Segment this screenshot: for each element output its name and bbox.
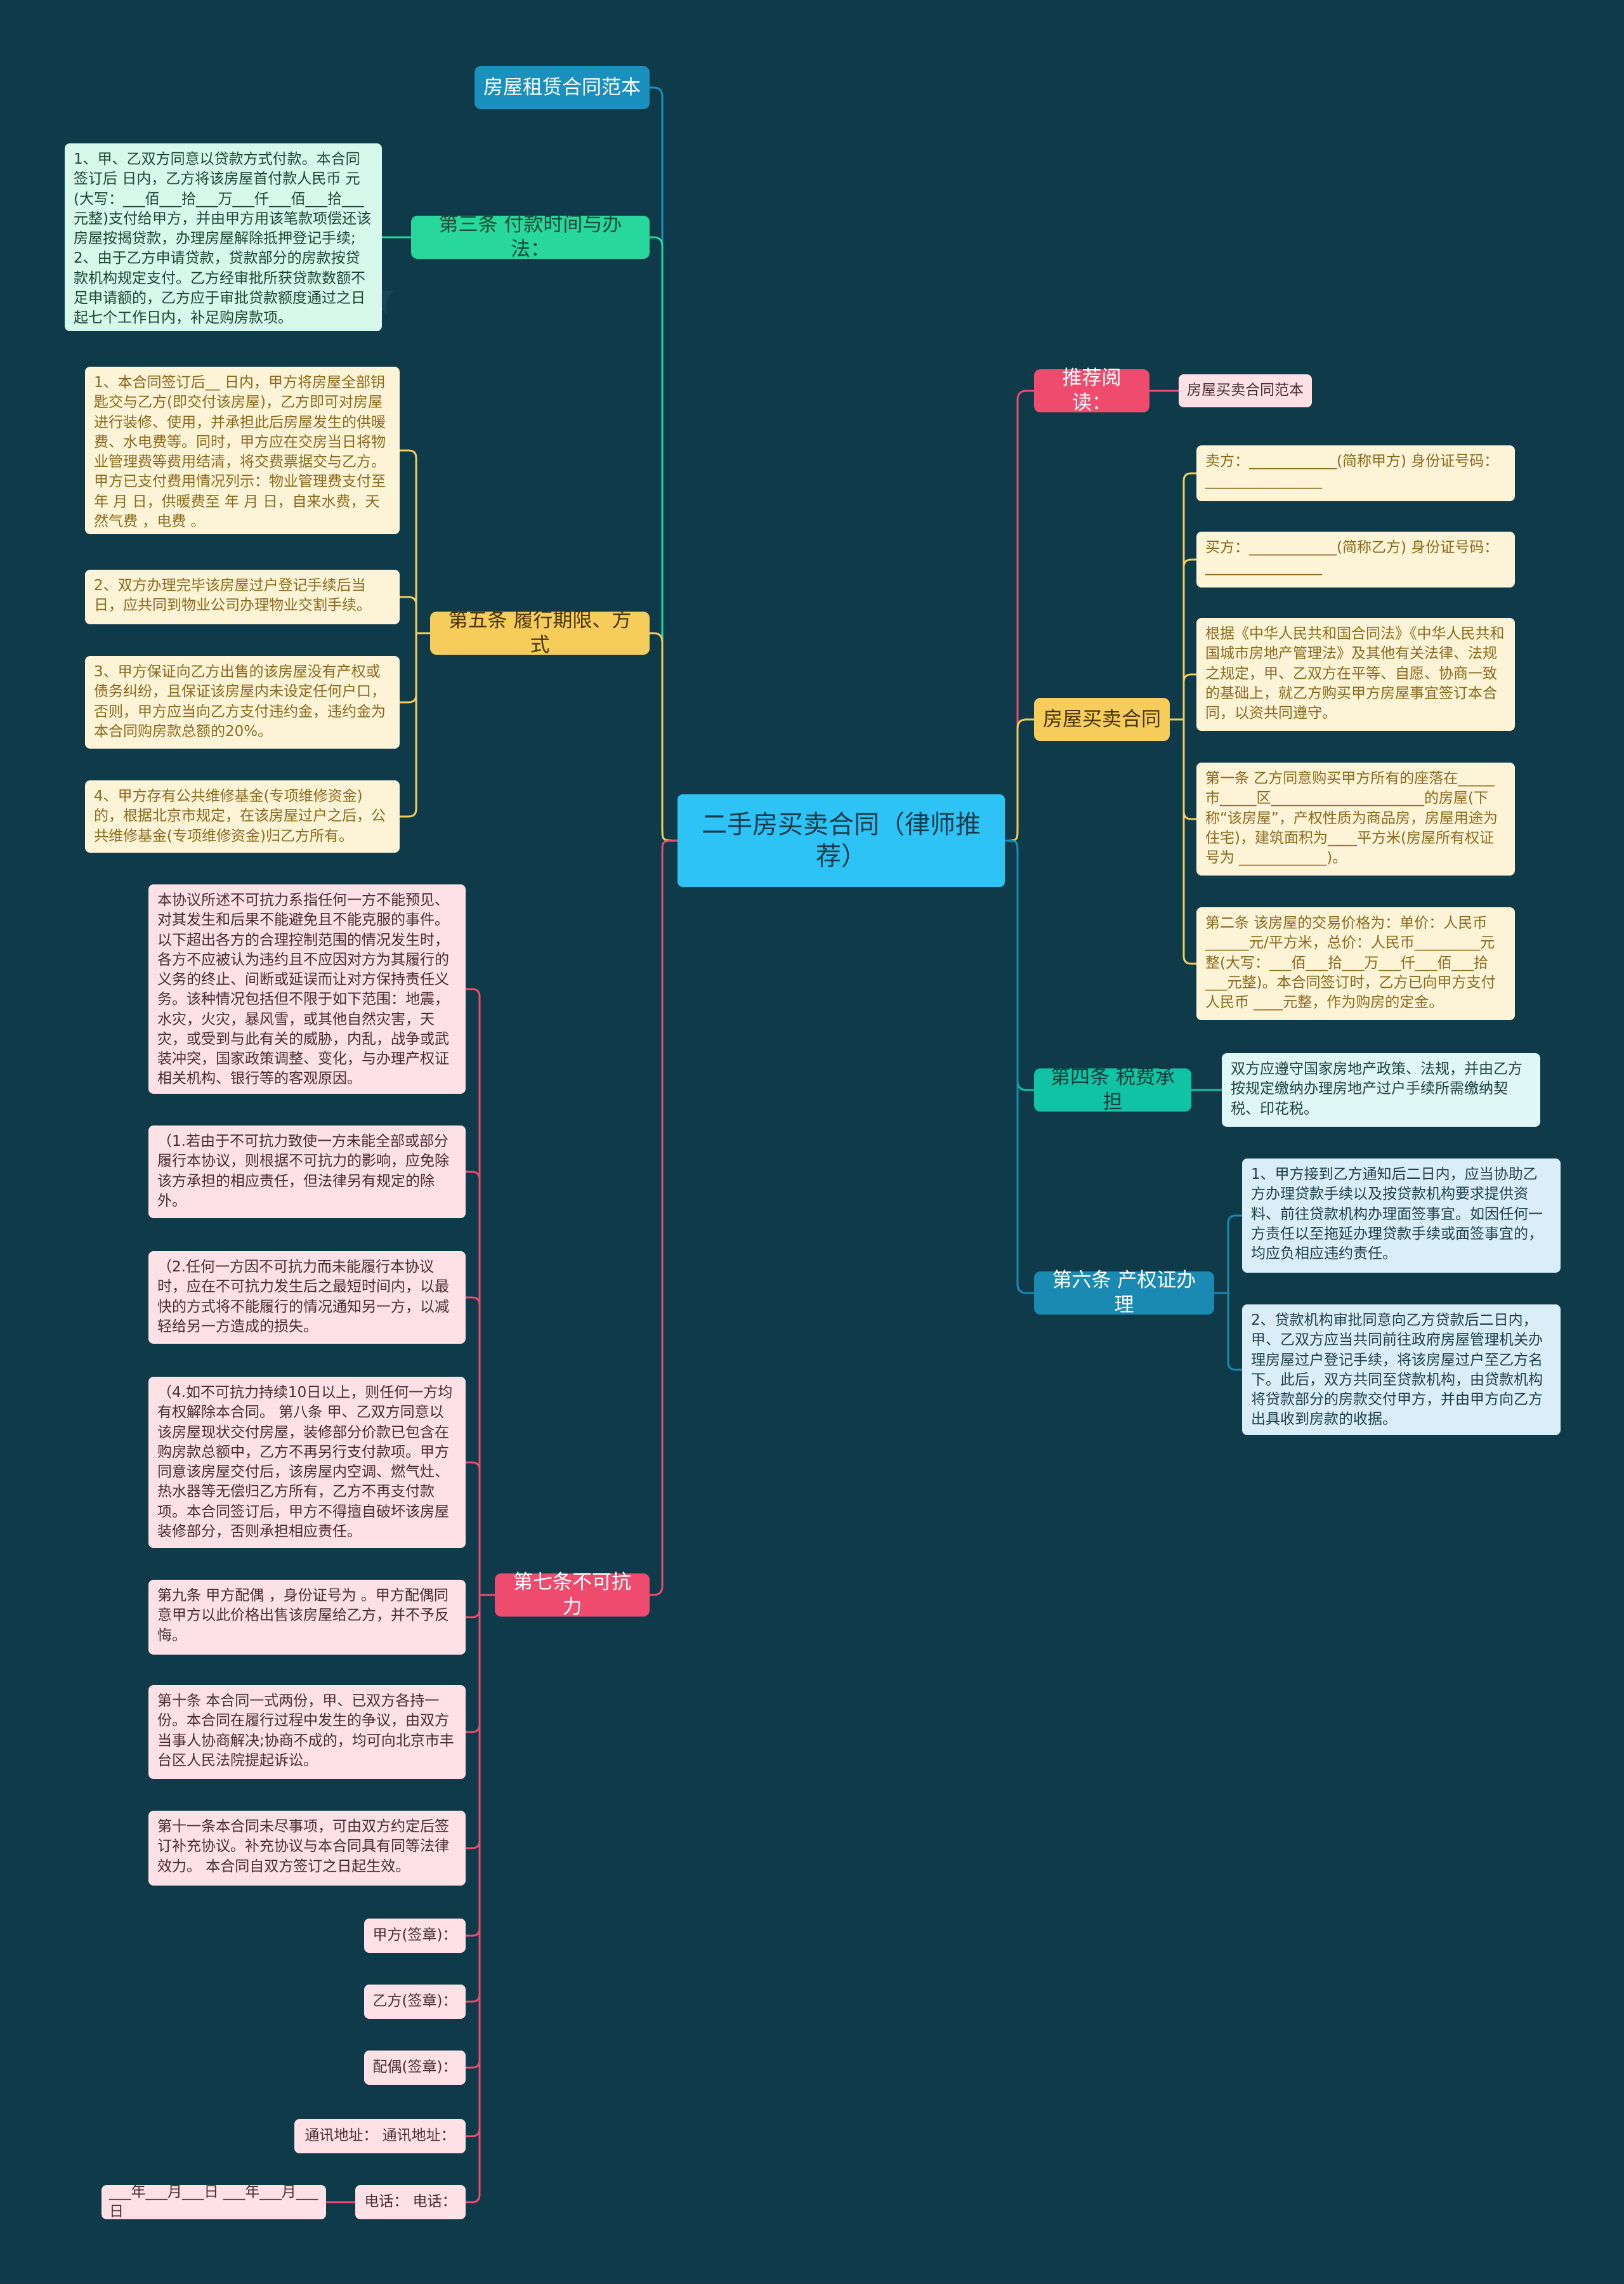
leaf-connector-house-0 [1170,472,1196,721]
article-1-leaf: 第一条 乙方同意购买甲方所有的座落在_____市_____区__________… [1196,763,1515,876]
buyer-leaf: 买方：____________(简称乙方) 身份证号码：____________… [1196,532,1515,587]
article-2-leaf: 第二条 该房屋的交易价格为：单价：人民币______元/平方米，总价：人民币__… [1196,907,1515,1020]
branch-connector-left-0 [650,86,678,842]
article-5-leaf-3: 3、甲方保证向乙方出售的该房屋没有产权或债务纠纷，且保证该房屋内未设定任何户口，… [85,656,400,749]
leaf-connector-article-5-1 [400,596,430,634]
article-7-leaf-4: （4.如不可抗力持续10日以上，则任何一方均有权解除本合同。 第八条 甲、乙双方… [148,1377,466,1548]
branch-article-5[interactable]: 第五条 履行期限、方式 [430,609,650,657]
article-7-leaf-1: （1.若由于不可抗力致使一方未能全部或部分履行本协议，则根据不可抗力的影响，应免… [148,1126,466,1218]
branch-connector-right-1 [1004,718,1034,842]
branch-rent-template[interactable]: 房屋租赁合同范本 [475,66,650,109]
date-leaf: ___年___月___日 ___年___月___日 [102,2184,326,2220]
branch-article-4[interactable]: 第四条 税费承担 [1034,1066,1191,1113]
spouse-signature-leaf: 配偶(签章)： [364,2051,466,2085]
seller-leaf: 卖方：____________(简称甲方) 身份证号码：____________… [1196,445,1515,501]
branch-article-3[interactable]: 第三条 付款时间与办法： [411,213,650,261]
branch-house-contract[interactable]: 房屋买卖合同 [1034,698,1170,741]
branch-connector-left-2 [650,632,678,842]
phone-leaf: 电话： 电话： [355,2185,466,2219]
article-6-leaf-1: 1、甲方接到乙方通知后二日内，应当协助乙方办理贷款手续以及按贷款机构要求提供资料… [1242,1158,1561,1273]
leaf-connector-house-4 [1170,718,1196,965]
address-leaf: 通讯地址： 通讯地址： [294,2119,466,2153]
article-6-leaf-2: 2、贷款机构审批同意向乙方贷款后二日内，甲、乙双方应当共同前往政府房屋管理机关办… [1242,1304,1561,1435]
leaf-connector-article-7-2 [466,1296,495,1596]
article-5-leaf-4: 4、甲方存有公共维修基金(专项维修资金)的，根据北京市规定，在该房屋过户之后，公… [85,780,400,853]
leaf-connector-article-7-3 [466,1461,495,1596]
party-a-signature-leaf: 甲方(签章)： [364,1919,466,1953]
article-3-leaf: 1、甲、乙双方同意以贷款方式付款。本合同签订后 日内，乙方将该房屋首付款人民币 … [65,143,382,331]
leaf-connector-house-2 [1170,673,1196,721]
recommended-link-leaf[interactable]: 房屋买卖合同范本 [1179,374,1312,407]
leaf-connector-article-7-0 [466,988,495,1596]
branch-article-7[interactable]: 第七条不可抗力 [495,1571,650,1618]
leaf-connector-article-5-2 [400,632,430,704]
branch-article-6[interactable]: 第六条 产权证办理 [1034,1269,1214,1316]
article-5-leaf-1: 1、本合同签订后__ 日内，甲方将房屋全部钥匙交与乙方(即交付该房屋)，乙方即可… [85,367,400,534]
article-7-leaf-force-majeure: 本协议所述不可抗力系指任何一方不能预见、对其发生和后果不能避免且不能克服的事件。… [148,884,466,1094]
leaf-connector-article-6-0 [1214,1214,1242,1294]
article-9-leaf: 第九条 甲方配偶 ，身份证号为 。甲方配偶同意甲方以此价格出售该房屋给乙方，并不… [148,1580,466,1655]
leaf-connector-article-5-3 [400,632,430,818]
leaf-connector-article-7-11 [466,1594,495,2203]
legal-basis-leaf: 根据《中华人民共和国合同法》《中华人民共和国城市房地产管理法》及其他有关法律、法… [1196,618,1515,731]
article-4-leaf: 双方应遵守国家房地产政策、法规，并由乙方按规定缴纳办理房地产过户手续所需缴纳契税… [1222,1053,1540,1127]
branch-connector-right-3 [1004,839,1034,1294]
leaf-connector-house-1 [1170,558,1196,721]
branch-connector-left-1 [650,236,678,842]
branch-recommended-reading[interactable]: 推荐阅读： [1034,367,1149,414]
root-topic[interactable]: 二手房买卖合同（律师推荐） [678,794,1005,887]
leaf-connector-article-7-1 [466,1171,495,1596]
leaf-connector-article-5-0 [400,449,430,634]
branch-connector-right-0 [1004,390,1034,842]
article-11-leaf: 第十一条本合同未尽事项，可由双方约定后签订补充协议。补充协议与本合同具有同等法律… [148,1811,466,1886]
party-b-signature-leaf: 乙方(签章)： [364,1985,466,2019]
branch-connector-left-3 [650,839,678,1596]
article-5-leaf-2: 2、双方办理完毕该房屋过户登记手续后当日，应共同到物业公司办理物业交割手续。 [85,570,400,624]
article-10-leaf: 第十条 本合同一式两份，甲、已双方各持一份。本合同在履行过程中发生的争议，由双方… [148,1685,466,1779]
branch-connector-right-2 [1004,839,1034,1091]
article-7-leaf-2: （2.任何一方因不可抗力而未能履行本协议时，应在不可抗力发生后之最短时间内，以最… [148,1251,466,1344]
leaf-connector-article-6-1 [1214,1292,1242,1371]
